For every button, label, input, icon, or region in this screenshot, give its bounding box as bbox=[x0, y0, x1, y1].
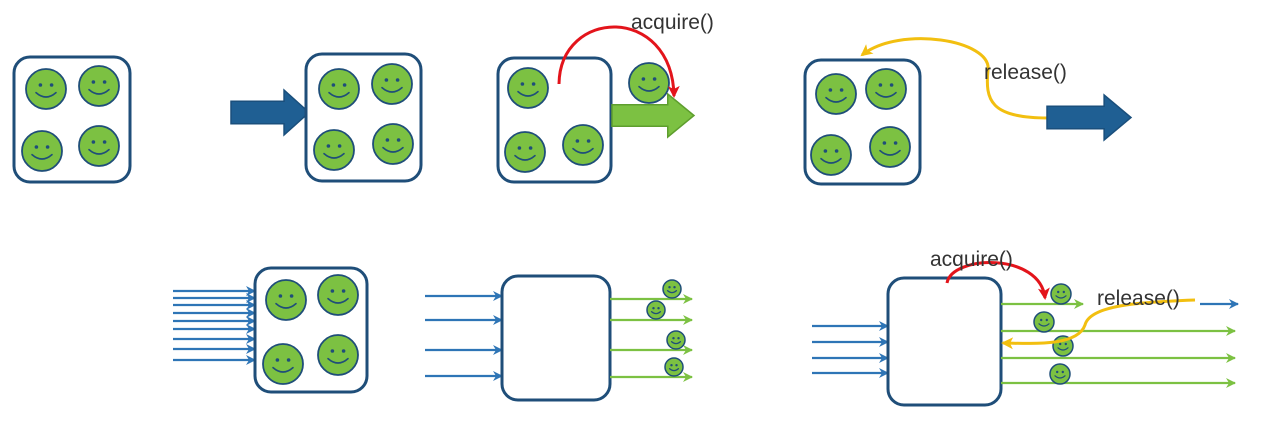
release-label-bottom: release() bbox=[1097, 287, 1180, 310]
permit-face bbox=[317, 334, 359, 376]
permit-face bbox=[318, 68, 360, 110]
permit-face bbox=[21, 130, 63, 172]
permit-face bbox=[262, 343, 304, 385]
permit-face bbox=[265, 279, 307, 321]
permit-face bbox=[371, 63, 413, 105]
small-permit-face bbox=[664, 357, 684, 377]
permit-face bbox=[25, 68, 67, 110]
thread-arrow-green bbox=[611, 92, 696, 139]
semaphore-box-6 bbox=[500, 274, 612, 402]
release-arrow bbox=[860, 37, 1049, 120]
acquire-arrow bbox=[557, 25, 680, 98]
acquire-label-bottom: acquire() bbox=[930, 248, 1013, 271]
small-permit-face bbox=[666, 330, 686, 350]
thread-arrow bbox=[1046, 93, 1133, 142]
permit-face bbox=[507, 67, 549, 109]
small-permit-face bbox=[1033, 311, 1055, 333]
permit-face bbox=[869, 126, 911, 168]
small-permit-face bbox=[646, 300, 666, 320]
permit-face bbox=[372, 123, 414, 165]
permit-face bbox=[78, 125, 120, 167]
semaphore-box-7 bbox=[886, 276, 1003, 407]
small-permit-face bbox=[1049, 363, 1071, 385]
small-permit-face bbox=[1050, 283, 1072, 305]
permit-face bbox=[504, 131, 546, 173]
permit-face bbox=[865, 68, 907, 110]
permit-face bbox=[313, 129, 355, 171]
small-permit-face bbox=[662, 279, 682, 299]
acquire-arrow-bottom bbox=[945, 261, 1050, 300]
release-label-top: release() bbox=[984, 61, 1067, 84]
thread-arrow bbox=[230, 88, 311, 137]
permit-face bbox=[78, 65, 120, 107]
permit-face bbox=[562, 124, 604, 166]
acquire-label-top: acquire() bbox=[631, 11, 714, 34]
release-arrow-bottom bbox=[1001, 298, 1196, 350]
permit-face bbox=[317, 274, 359, 316]
permit-face bbox=[815, 73, 857, 115]
permit-face bbox=[810, 134, 852, 176]
acquired-permit-face bbox=[628, 62, 670, 104]
